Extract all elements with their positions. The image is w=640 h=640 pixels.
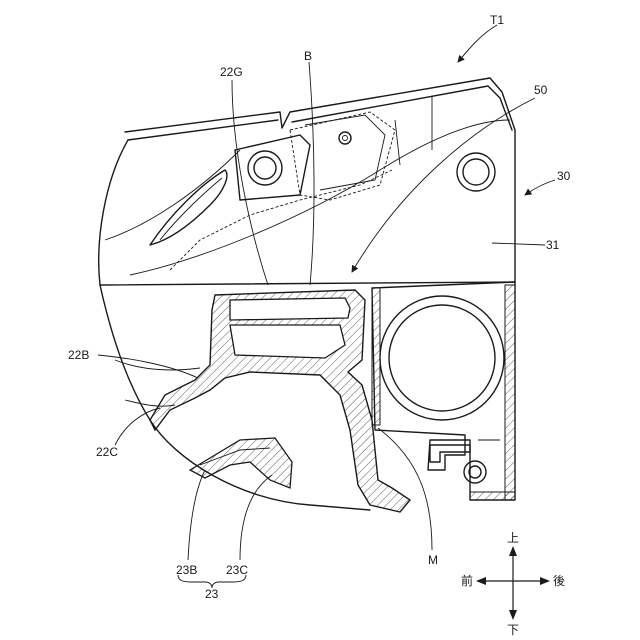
bracket-b bbox=[170, 112, 395, 270]
bracket-22g bbox=[150, 135, 310, 245]
direction-front: 前 bbox=[461, 573, 473, 588]
label-m: M bbox=[428, 553, 438, 567]
arrow-up-icon bbox=[509, 546, 517, 556]
arrow-down-icon bbox=[509, 610, 517, 620]
label-30: 30 bbox=[557, 169, 571, 183]
label-22b: 22B bbox=[68, 348, 89, 362]
label-23c: 23C bbox=[226, 563, 248, 577]
arrow-right-icon bbox=[540, 577, 550, 585]
component-30 bbox=[395, 96, 495, 191]
direction-up: 上 bbox=[507, 531, 519, 545]
label-31: 31 bbox=[546, 238, 560, 252]
label-22g: 22G bbox=[220, 65, 243, 79]
label-t1: T1 bbox=[490, 13, 504, 27]
right-housing bbox=[372, 282, 515, 500]
direction-down: 下 bbox=[507, 623, 519, 637]
arrow-left-icon bbox=[476, 577, 486, 585]
label-23: 23 bbox=[205, 587, 219, 601]
label-23b: 23B bbox=[176, 563, 197, 577]
label-b: B bbox=[304, 49, 312, 63]
upper-panel bbox=[99, 78, 515, 285]
label-22c: 22C bbox=[96, 445, 118, 459]
component-23 bbox=[150, 420, 370, 510]
direction-rear: 後 bbox=[553, 574, 565, 588]
direction-indicator: 上 下 前 後 bbox=[461, 531, 565, 637]
label-50: 50 bbox=[534, 83, 548, 97]
